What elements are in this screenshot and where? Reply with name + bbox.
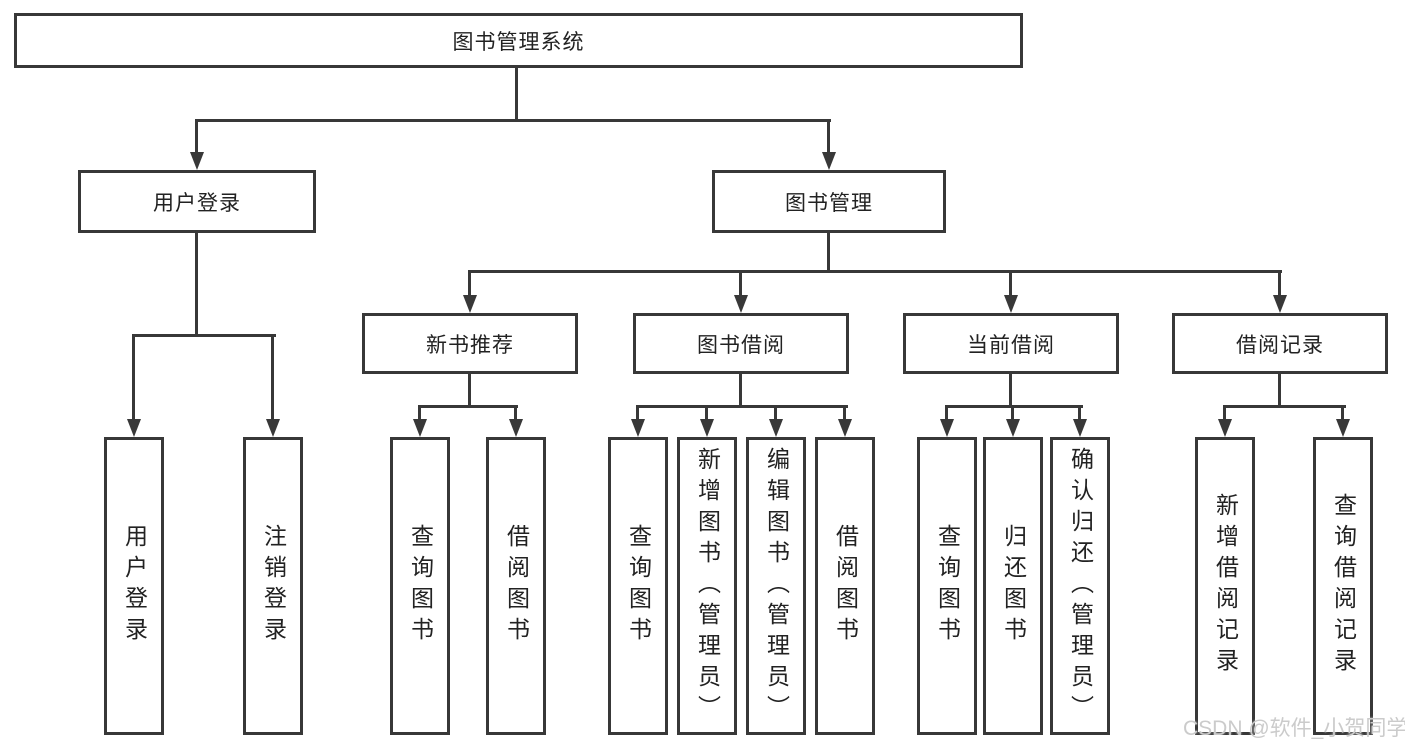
arrowhead-down <box>1218 419 1232 437</box>
arrowhead-down <box>822 152 836 170</box>
leaf-add-book-admin: 新增图书（管理员） <box>677 437 737 735</box>
connector-branch <box>1223 405 1346 408</box>
leaf-logout: 注销登录 <box>243 437 303 735</box>
arrowhead-down <box>769 419 783 437</box>
arrowhead-down <box>1073 419 1087 437</box>
node-current-borrowing: 当前借阅 <box>903 313 1119 374</box>
leaf-edit-book-admin: 编辑图书（管理员） <box>746 437 806 735</box>
connector-branch <box>945 405 1083 408</box>
connector-line <box>705 407 708 421</box>
connector-line <box>739 272 742 297</box>
connector-line <box>1223 407 1226 421</box>
connector-user-login-stem <box>195 233 198 336</box>
connector-line <box>195 121 198 154</box>
arrowhead-down <box>1006 419 1020 437</box>
leaf-borrow-books-borrowing: 借阅图书 <box>815 437 875 735</box>
connector-line <box>1341 407 1344 421</box>
connector-line <box>418 407 421 421</box>
node-library-management-system: 图书管理系统 <box>14 13 1023 68</box>
node-book-management: 图书管理 <box>712 170 946 233</box>
leaf-query-books-borrowing: 查询图书 <box>608 437 668 735</box>
connector-line <box>827 121 830 154</box>
arrowhead-down <box>734 295 748 313</box>
arrowhead-down <box>127 419 141 437</box>
connector-line <box>636 407 639 421</box>
leaf-borrow-books-recommend: 借阅图书 <box>486 437 546 735</box>
leaf-add-borrow-record: 新增借阅记录 <box>1195 437 1255 735</box>
connector-stem <box>468 374 471 407</box>
connector-root-stem <box>515 68 518 121</box>
arrowhead-down <box>266 419 280 437</box>
connector-line <box>1011 407 1014 421</box>
leaf-query-books-current: 查询图书 <box>917 437 977 735</box>
arrowhead-down <box>509 419 523 437</box>
connector-book-mgmt-branch <box>468 270 1282 273</box>
leaf-user-login: 用户登录 <box>104 437 164 735</box>
arrowhead-down <box>413 419 427 437</box>
arrowhead-down <box>463 295 477 313</box>
node-user-login: 用户登录 <box>78 170 316 233</box>
csdn-watermark: CSDN @软件_小贺同学 <box>1183 717 1405 740</box>
connector-line <box>132 336 135 421</box>
arrowhead-down <box>1273 295 1287 313</box>
leaf-confirm-return-admin: 确认归还（管理员） <box>1050 437 1110 735</box>
connector-line <box>843 407 846 421</box>
arrowhead-down <box>631 419 645 437</box>
connector-book-mgmt-stem <box>827 233 830 272</box>
arrowhead-down <box>940 419 954 437</box>
leaf-return-books: 归还图书 <box>983 437 1043 735</box>
connector-line <box>1009 272 1012 297</box>
connector-line <box>1278 272 1281 297</box>
connector-line <box>774 407 777 421</box>
connector-stem <box>739 374 742 407</box>
leaf-query-borrow-record: 查询借阅记录 <box>1313 437 1373 735</box>
node-new-book-recommendation: 新书推荐 <box>362 313 578 374</box>
connector-root-branch <box>195 119 831 122</box>
connector-branch <box>636 405 848 408</box>
connector-line <box>514 407 517 421</box>
arrowhead-down <box>700 419 714 437</box>
connector-stem <box>1009 374 1012 407</box>
leaf-query-books-recommend: 查询图书 <box>390 437 450 735</box>
node-book-borrowing: 图书借阅 <box>633 313 849 374</box>
node-borrowing-records: 借阅记录 <box>1172 313 1388 374</box>
connector-line <box>468 272 471 297</box>
connector-branch <box>418 405 518 408</box>
arrowhead-down <box>838 419 852 437</box>
connector-line <box>271 336 274 421</box>
arrowhead-down <box>1336 419 1350 437</box>
arrowhead-down <box>190 152 204 170</box>
arrowhead-down <box>1004 295 1018 313</box>
connector-line <box>945 407 948 421</box>
connector-line <box>1078 407 1081 421</box>
connector-stem <box>1278 374 1281 407</box>
connector-user-login-branch <box>132 334 276 337</box>
